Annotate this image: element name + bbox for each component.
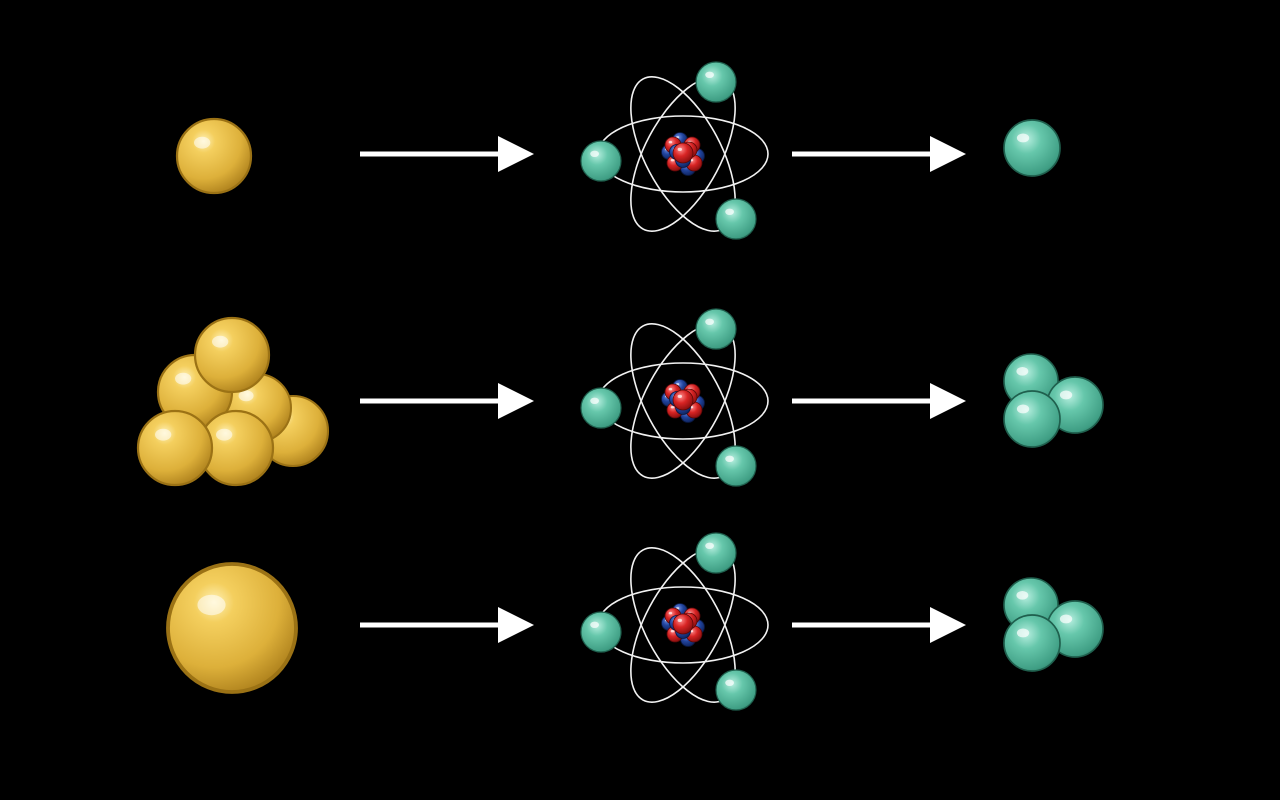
electron bbox=[715, 198, 757, 240]
proton bbox=[672, 142, 694, 164]
green-sphere bbox=[1003, 614, 1061, 672]
single-green-sphere bbox=[1003, 119, 1061, 177]
green-sphere bbox=[1046, 376, 1104, 434]
arrow-right bbox=[792, 607, 966, 643]
atom-icon bbox=[580, 61, 769, 240]
electron bbox=[580, 387, 622, 429]
electron bbox=[695, 61, 737, 103]
nucleus bbox=[661, 132, 705, 176]
nucleus bbox=[661, 603, 705, 647]
arrow-right bbox=[360, 136, 534, 172]
arrow-right bbox=[792, 383, 966, 419]
gold-sphere bbox=[136, 409, 214, 487]
row-2 bbox=[136, 308, 1104, 487]
green-sphere bbox=[1003, 119, 1061, 177]
arrow-right bbox=[360, 383, 534, 419]
arrow-right bbox=[360, 607, 534, 643]
single-large-gold-sphere bbox=[166, 562, 298, 694]
cluster-of-green-spheres bbox=[1003, 577, 1104, 672]
electrons bbox=[580, 61, 757, 240]
atom-icon bbox=[580, 308, 769, 487]
electron bbox=[580, 140, 622, 182]
row-3 bbox=[166, 532, 1104, 711]
electron bbox=[695, 532, 737, 574]
green-sphere bbox=[1003, 390, 1061, 448]
arrow-right bbox=[792, 136, 966, 172]
electron bbox=[715, 669, 757, 711]
gold-sphere bbox=[175, 117, 253, 195]
proton bbox=[672, 613, 694, 635]
gold-sphere bbox=[166, 562, 298, 694]
nucleus bbox=[661, 379, 705, 423]
proton bbox=[672, 389, 694, 411]
electrons bbox=[580, 308, 757, 487]
cluster-of-green-spheres bbox=[1003, 353, 1104, 448]
cluster-of-gold-spheres bbox=[136, 316, 330, 487]
gold-sphere bbox=[193, 316, 271, 394]
row-1 bbox=[175, 61, 1061, 240]
electron bbox=[580, 611, 622, 653]
single-small-gold-sphere bbox=[175, 117, 253, 195]
electrons bbox=[580, 532, 757, 711]
atom-icon bbox=[580, 532, 769, 711]
electron bbox=[715, 445, 757, 487]
electron bbox=[695, 308, 737, 350]
